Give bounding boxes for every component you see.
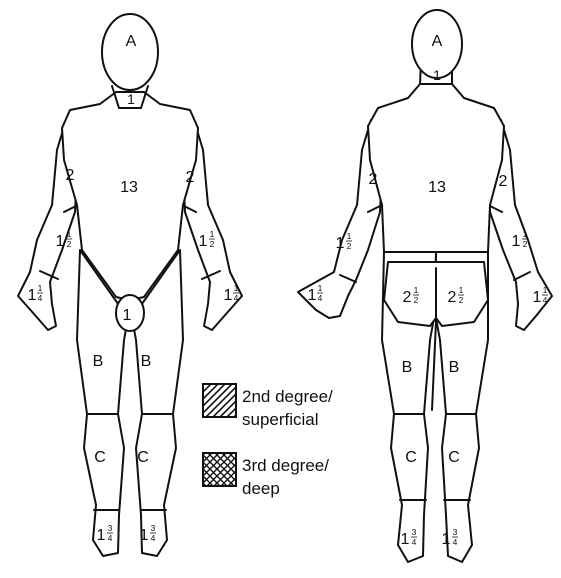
- front-right-forearm-label: 1 1 2: [199, 229, 215, 250]
- svg-text:1: 1: [67, 229, 72, 239]
- superficial-label-line2: superficial: [242, 410, 319, 429]
- svg-text:1: 1: [543, 285, 548, 295]
- svg-text:1: 1: [56, 233, 65, 250]
- superficial-swatch: [203, 384, 236, 417]
- front-right-foot-label: 1 3 4: [140, 523, 156, 544]
- svg-text:2: 2: [403, 289, 412, 306]
- svg-text:1: 1: [533, 289, 542, 306]
- svg-text:2: 2: [414, 295, 419, 305]
- svg-text:1: 1: [523, 229, 528, 239]
- svg-text:3: 3: [108, 523, 113, 533]
- svg-text:1: 1: [442, 531, 451, 548]
- svg-text:2: 2: [67, 239, 72, 249]
- svg-text:1: 1: [28, 287, 37, 304]
- front-right-upper-arm-label: 2: [186, 169, 195, 186]
- back-torso-outline: [368, 84, 504, 252]
- svg-text:1: 1: [459, 285, 464, 295]
- back-neck-label: 1: [433, 67, 441, 83]
- svg-text:4: 4: [412, 537, 417, 547]
- deep-label-line1: 3rd degree/: [242, 456, 329, 475]
- svg-text:1: 1: [336, 235, 345, 252]
- front-genital-label: 1: [123, 307, 132, 324]
- back-trunk-label: 13: [428, 179, 446, 196]
- back-left-forearm-label: 1 1 2: [336, 231, 352, 252]
- front-left-thigh-label: B: [93, 353, 104, 370]
- svg-text:4: 4: [151, 533, 156, 543]
- svg-text:1: 1: [414, 285, 419, 295]
- svg-text:3: 3: [453, 527, 458, 537]
- svg-text:1: 1: [347, 231, 352, 241]
- svg-text:1: 1: [199, 233, 208, 250]
- svg-text:4: 4: [234, 293, 239, 303]
- svg-text:2: 2: [523, 239, 528, 249]
- back-left-hand-label: 1 1 4: [308, 283, 323, 304]
- svg-text:1: 1: [318, 283, 323, 293]
- front-left-hand-label: 1 1 4: [28, 283, 43, 304]
- back-left-upper-arm-label: 2: [369, 171, 378, 188]
- svg-text:4: 4: [318, 293, 323, 303]
- back-right-forearm-label: 1 1 2: [512, 229, 528, 250]
- back-left-thigh-label: B: [402, 359, 413, 376]
- front-left-foot-label: 1 3 4: [97, 523, 113, 544]
- svg-text:1: 1: [97, 527, 106, 544]
- svg-text:4: 4: [108, 533, 113, 543]
- svg-text:1: 1: [401, 531, 410, 548]
- front-right-thigh-label: B: [141, 353, 152, 370]
- front-neck-label: 1: [127, 91, 135, 107]
- front-head: [102, 14, 158, 90]
- deep-label-line2: deep: [242, 479, 280, 498]
- back-right-thigh-label: B: [449, 359, 460, 376]
- svg-text:3: 3: [151, 523, 156, 533]
- svg-text:1: 1: [308, 287, 317, 304]
- svg-text:2: 2: [448, 289, 457, 306]
- front-left-leg-label: C: [94, 449, 106, 466]
- svg-text:2: 2: [347, 241, 352, 251]
- svg-text:2: 2: [459, 295, 464, 305]
- deep-swatch: [203, 453, 236, 486]
- front-trunk-label: 13: [120, 179, 138, 196]
- back-figure: A 1 13 2 2 B B C C 2 1 2 2 1 2 1 1 2 1 1: [298, 10, 552, 562]
- back-right-hand-label: 1 1 4: [533, 285, 548, 306]
- back-left-buttock-label: 2 1 2: [403, 285, 419, 306]
- back-right-buttock-label: 2 1 2: [448, 285, 464, 306]
- burn-degree-legend: 2nd degree/ superficial 3rd degree/ deep: [203, 384, 333, 498]
- svg-text:4: 4: [38, 293, 43, 303]
- svg-text:4: 4: [543, 295, 548, 305]
- svg-text:1: 1: [512, 233, 521, 250]
- svg-text:4: 4: [453, 537, 458, 547]
- svg-text:3: 3: [412, 527, 417, 537]
- front-right-hand-label: 1 1 4: [224, 283, 239, 304]
- svg-text:1: 1: [38, 283, 43, 293]
- back-right-leg-label: C: [448, 449, 460, 466]
- back-left-leg-label: C: [405, 449, 417, 466]
- svg-text:1: 1: [234, 283, 239, 293]
- front-left-forearm-label: 1 1 2: [56, 229, 72, 250]
- front-head-label: A: [126, 33, 137, 50]
- svg-text:1: 1: [210, 229, 215, 239]
- svg-text:1: 1: [224, 287, 233, 304]
- back-right-foot-label: 1 3 4: [442, 527, 458, 548]
- back-left-foot-label: 1 3 4: [401, 527, 417, 548]
- svg-text:2: 2: [210, 239, 215, 249]
- front-right-leg-label: C: [137, 449, 149, 466]
- back-right-upper-arm-label: 2: [499, 173, 508, 190]
- back-head-label: A: [432, 33, 443, 50]
- front-left-upper-arm-label: 2: [66, 167, 75, 184]
- superficial-label-line1: 2nd degree/: [242, 387, 333, 406]
- svg-text:1: 1: [140, 527, 149, 544]
